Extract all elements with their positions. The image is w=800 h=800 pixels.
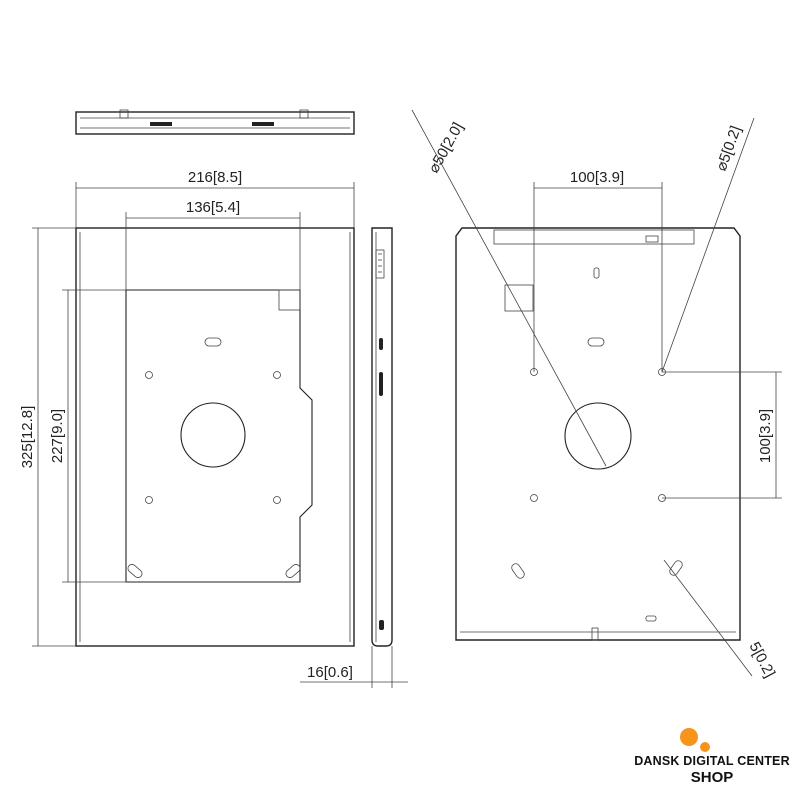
dim-dia5-label: ⌀5[0.2] (713, 124, 745, 174)
back-square-notch (504, 284, 534, 312)
back-outline (455, 227, 741, 641)
dim-100v-label: 100[3.9] (757, 409, 774, 463)
brand-dot-small (700, 742, 710, 752)
side-outline (371, 227, 393, 647)
back-slot-bottom-left (511, 563, 525, 579)
dim-slot5-leader (663, 559, 753, 677)
brand-name-line2: SHOP (690, 769, 734, 786)
back-slot-upper (587, 337, 605, 347)
dim-216-label: 216[8.5] (188, 169, 242, 186)
front-inner-plate (125, 289, 313, 583)
side-slot-3 (379, 620, 384, 630)
back-top-latch (493, 229, 695, 245)
top-view-tab-right (299, 109, 309, 119)
side-slot-2 (379, 372, 383, 396)
back-slot-small (645, 615, 657, 622)
front-corner-notch (278, 289, 301, 311)
dim-325-label: 325[12.8] (19, 406, 36, 469)
dim-dia5-leader (661, 117, 755, 373)
brand-logo: DANSK DIGITAL CENTER SHOP (628, 728, 796, 790)
front-slot-bottom-right (285, 564, 301, 578)
brand-dots-icon (680, 728, 720, 756)
front-hole-2 (273, 371, 281, 379)
top-view-outline (75, 111, 355, 135)
side-slot-1 (379, 338, 383, 350)
top-view-slot-right (252, 122, 274, 126)
front-slot-bottom-left (127, 564, 143, 578)
front-hole-3 (145, 496, 153, 504)
front-hole-1 (145, 371, 153, 379)
dim-dia50-leader (411, 109, 607, 467)
top-view-tab-left (119, 109, 129, 119)
back-cable-hole (564, 402, 632, 470)
dim-136-label: 136[5.4] (186, 199, 240, 216)
back-slot-bottom-right (669, 560, 683, 576)
front-outline (75, 227, 355, 647)
back-view: 100[3.9] 100[3.9] ⌀50[2.0] ⌀5[0.2] 5[0.2… (411, 109, 782, 680)
front-hole-4 (273, 496, 281, 504)
back-slot-top (593, 267, 600, 279)
front-view: 216[8.5] 136[5.4] 325[12.8] 227[9.0] (19, 169, 355, 647)
front-slot-top (204, 337, 222, 347)
dim-16-label: 16[0.6] (307, 664, 353, 681)
brand-dot-large (680, 728, 698, 746)
brand-name-line1: DANSK DIGITAL CENTER (634, 754, 790, 768)
dim-227-label: 227[9.0] (49, 409, 66, 463)
dim-100h-label: 100[3.9] (570, 169, 624, 186)
dim-dia50-label: ⌀50[2.0] (425, 120, 466, 176)
back-top-latch-button (645, 235, 659, 243)
back-hole-3 (530, 494, 538, 502)
top-view-slot-left (150, 122, 172, 126)
back-bottom-tab (591, 627, 599, 641)
top-view (75, 109, 355, 135)
side-latch (375, 249, 385, 279)
side-view: 16[0.6] (300, 227, 408, 688)
front-cable-hole (180, 402, 246, 468)
